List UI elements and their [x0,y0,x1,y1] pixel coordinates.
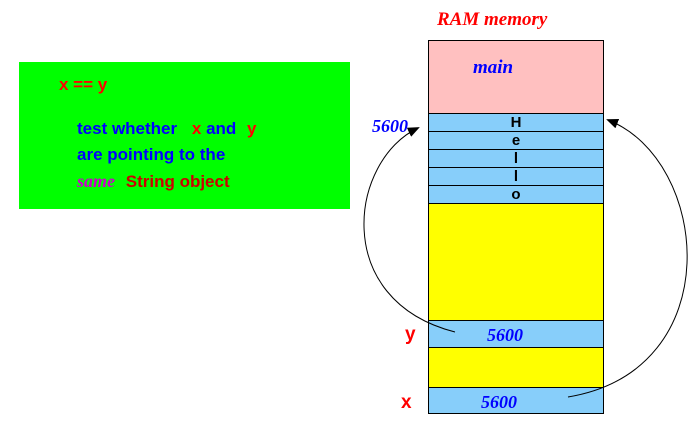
char-l1: l [513,150,519,167]
y-pointer-arrow [363,127,456,333]
ram-memory-title: RAM memory [437,9,548,30]
x-pointer-arrow [567,119,688,398]
char-h: H [510,114,522,131]
explanation-line-1: test whether x and y [77,119,257,139]
char-o: o [511,186,521,203]
explanation-line-1-prefix: test whether [77,119,178,138]
x-value: 5600 [481,392,517,412]
explanation-line-1-and: and [206,119,237,138]
main-label: main [473,57,514,78]
y-label: y [405,324,416,345]
char-l2: l [513,168,519,185]
explanation-var-x: x [191,119,202,138]
y-value: 5600 [487,325,523,345]
char-cell-o: o [428,185,604,204]
address-label: 5600 [372,116,408,136]
x-variable-cell: 5600 [428,387,604,414]
y-variable-cell: 5600 [428,320,604,348]
explanation-string-object: String object [125,172,230,191]
explanation-box: x == y test whether x and y are pointing… [19,62,350,209]
explanation-same-word: same [77,171,115,191]
char-e: e [511,132,521,149]
x-label: x [401,392,412,413]
explanation-var-y: y [247,119,257,138]
comparison-expression: x == y [59,75,108,94]
explanation-line-2: are pointing to the [77,145,226,164]
explanation-line-3: same String object [77,171,230,192]
